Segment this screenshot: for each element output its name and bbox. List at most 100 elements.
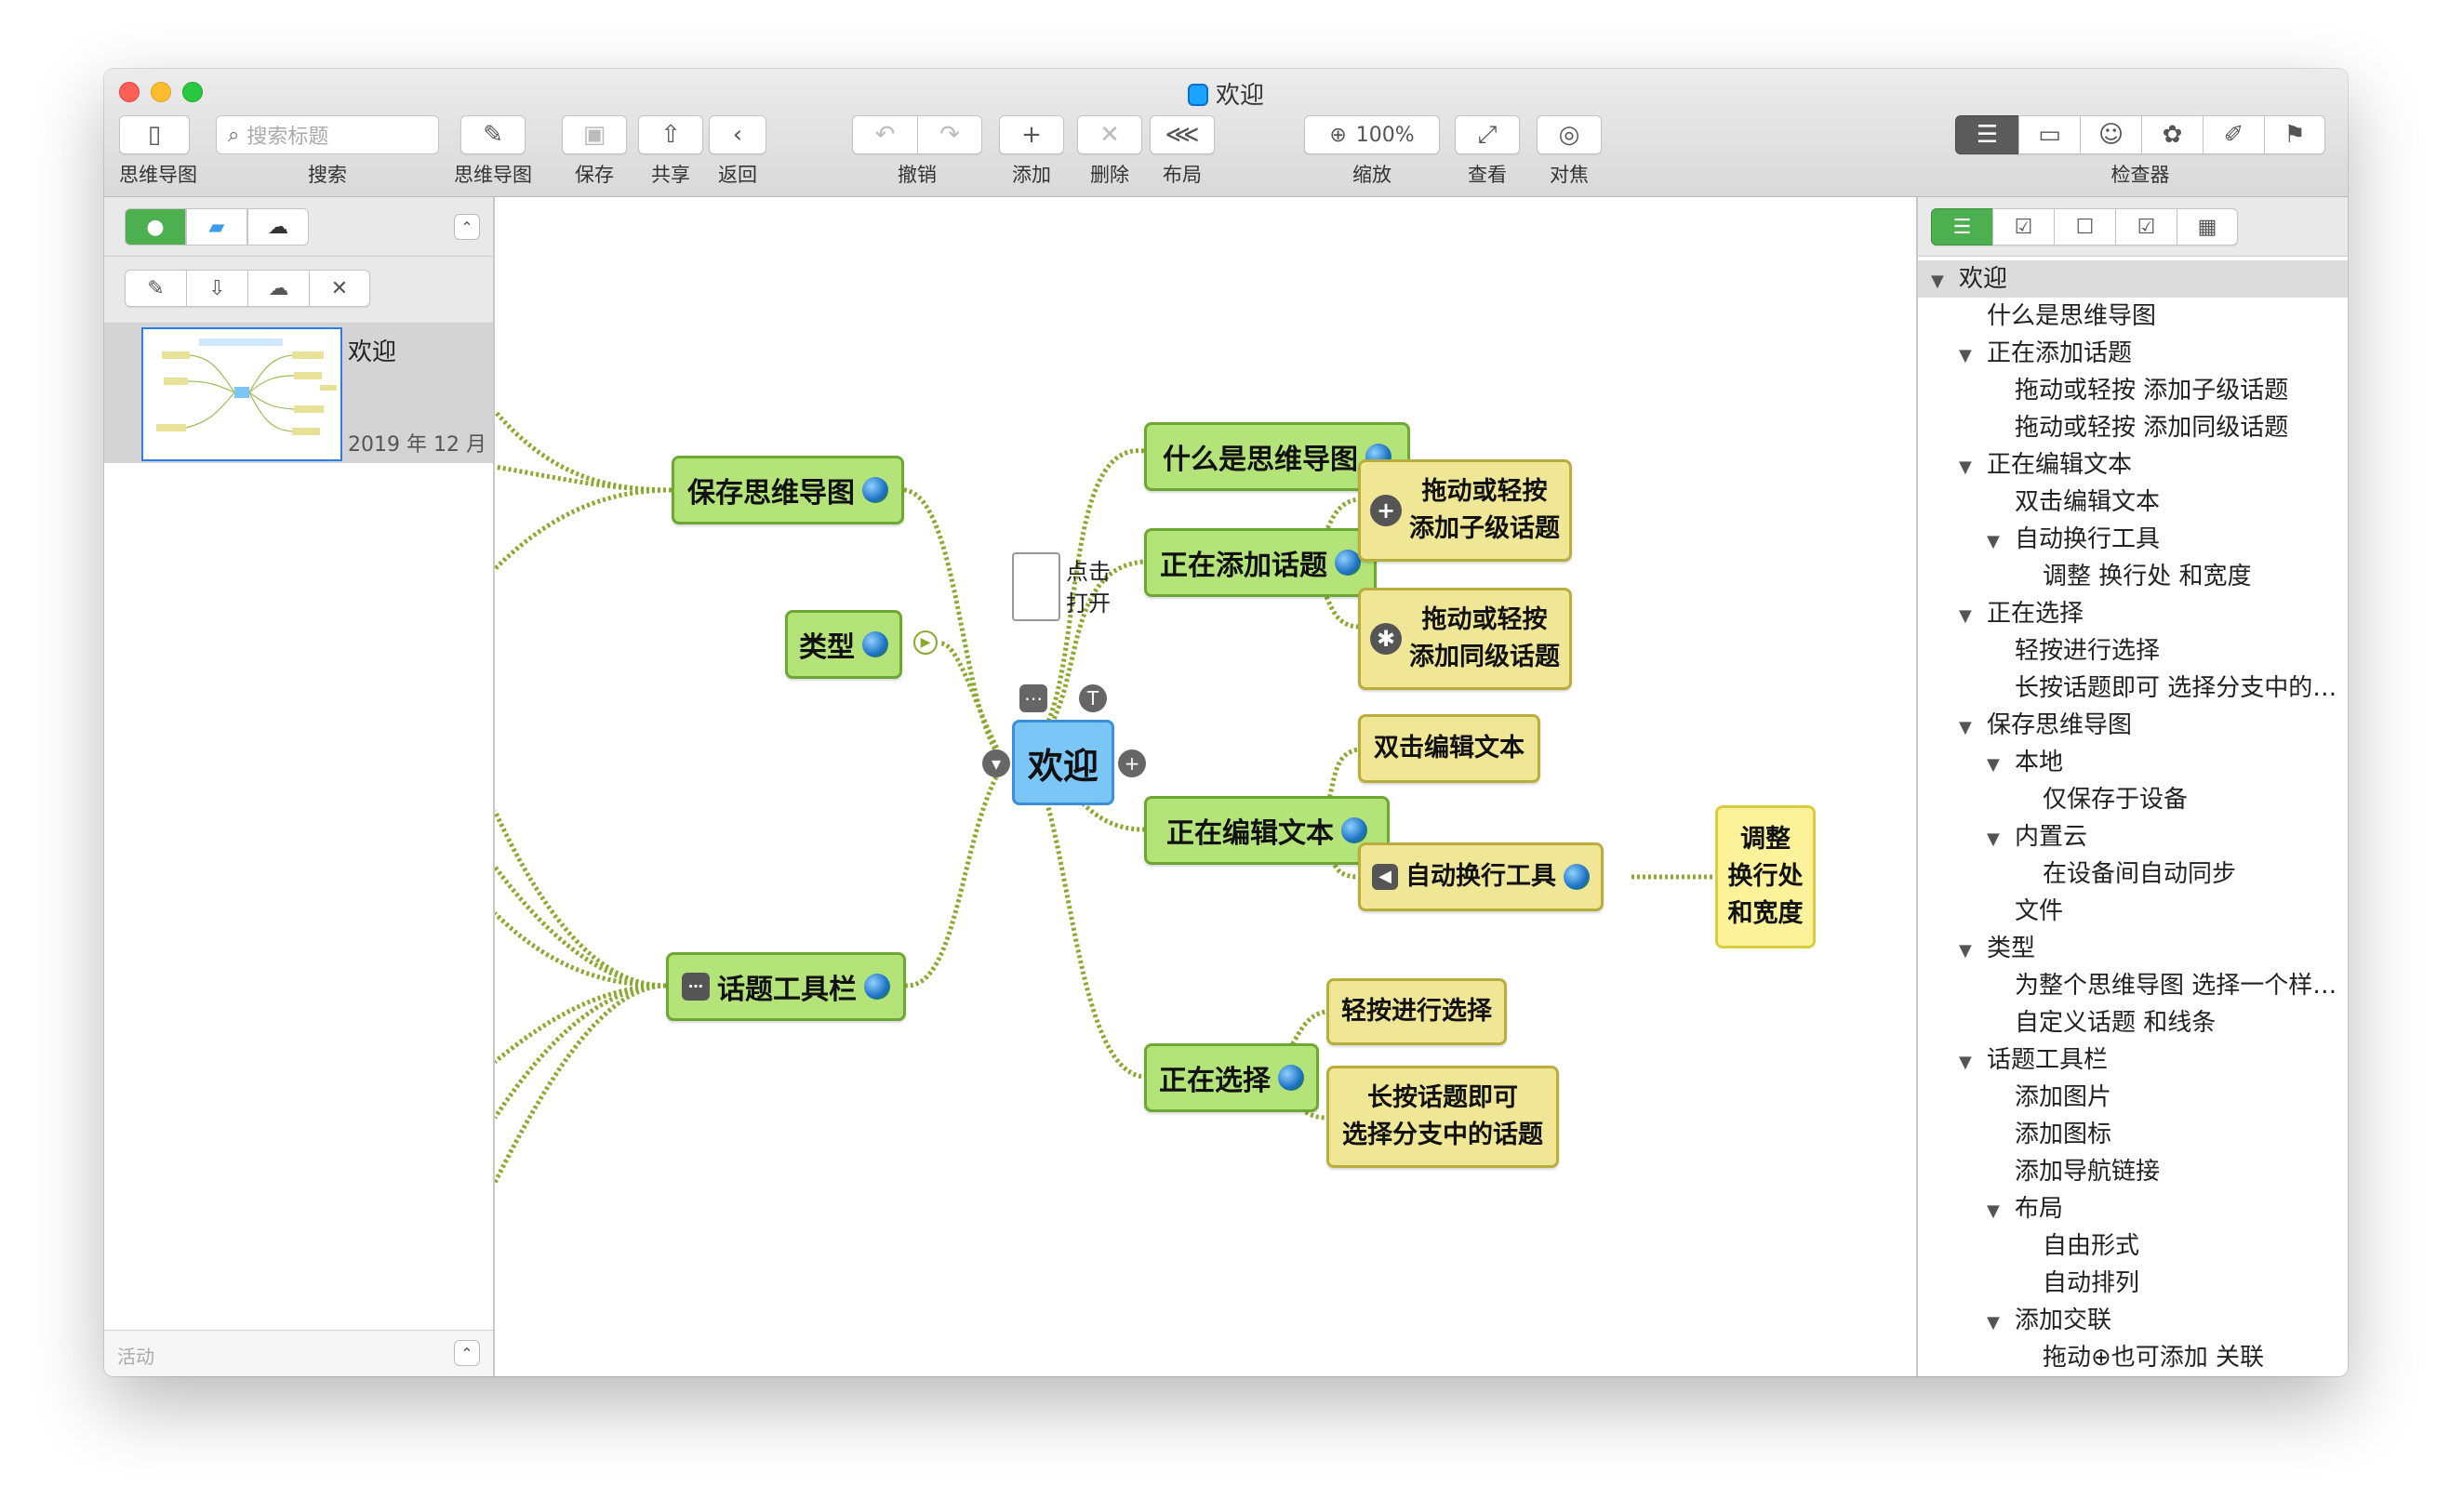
outline-row[interactable]: 在设备间自动同步 (1918, 855, 2348, 893)
outline-tab[interactable]: ☰ (1931, 208, 1992, 245)
import-button[interactable]: ⇩ (186, 270, 247, 307)
notes-badge-icon[interactable]: ⋯ (1019, 684, 1047, 712)
topic-selecting[interactable]: 正在选择 (1144, 1043, 1319, 1112)
checked-tab[interactable]: ☑ (2115, 208, 2177, 245)
outline-row[interactable]: 自定义话题 和线条 (1918, 1004, 2348, 1041)
outline-row[interactable]: ▼正在添加话题 (1918, 335, 2348, 372)
outline-row[interactable]: ▼话题工具栏 (1918, 1041, 2348, 1079)
layout-button[interactable]: ⋘ (1150, 115, 1215, 154)
unchecked-tab[interactable]: ☐ (2054, 208, 2115, 245)
outline-row[interactable]: ▼正在编辑文本 (1918, 446, 2348, 484)
undo-button[interactable]: ↶ (852, 115, 917, 154)
checklist-tab[interactable]: ☑ (1992, 208, 2054, 245)
topic-long-press[interactable]: 长按话题即可 选择分支中的话题 (1326, 1066, 1559, 1168)
outline-row[interactable]: ▼布局 (1918, 1190, 2348, 1227)
view-toolbar-item[interactable]: ⤢ 查看 (1455, 115, 1520, 188)
add-button[interactable]: + (999, 115, 1064, 154)
format-inspector-button[interactable]: ✐ (2203, 115, 2264, 154)
upload-button[interactable]: ☁ (247, 270, 309, 307)
collapse-toggle-icon[interactable]: ▾ (982, 749, 1010, 777)
outline-row[interactable]: 文件 (1918, 893, 2348, 930)
outline-row[interactable]: 调整 换行处 和宽度 (1918, 558, 2348, 595)
topic-tap-select[interactable]: 轻按进行选择 (1326, 978, 1507, 1045)
search-toolbar-item[interactable]: ⌕ 搜索标题 搜索 (216, 115, 439, 188)
mindmaps-toolbar-item[interactable]: ▯ 思维导图 (119, 115, 197, 188)
outline-row[interactable]: 添加导航链接 (1918, 1153, 2348, 1190)
focus-toolbar-item[interactable]: ◎ 对焦 (1537, 115, 1602, 188)
back-toolbar-item[interactable]: ‹ 返回 (709, 115, 766, 188)
topic-drag-sibling[interactable]: ✱ 拖动或轻按 添加同级话题 (1358, 588, 1572, 690)
zoom-toolbar-item[interactable]: ⊕ 100% 缩放 (1304, 115, 1440, 188)
disclosure-triangle-icon[interactable]: ▼ (1959, 1053, 1972, 1072)
outline-row[interactable]: 双击编辑文本 (1918, 484, 2348, 521)
icons-inspector-button[interactable]: ☺ (2080, 115, 2141, 154)
outline-row[interactable]: 为整个思维导图 选择一个样… (1918, 967, 2348, 1004)
zoom-button[interactable]: ⊕ 100% (1304, 115, 1440, 154)
outline-row[interactable]: 添加图标 (1918, 1116, 2348, 1153)
undo-toolbar-item[interactable]: ↶ ↷ 撤销 (852, 115, 982, 188)
minimize-window-button[interactable] (151, 82, 171, 102)
layout-toolbar-item[interactable]: ⋘ 布局 (1150, 115, 1215, 188)
maximize-window-button[interactable] (182, 82, 203, 102)
outline-row[interactable]: 拖动或轻按 添加子级话题 (1918, 372, 2348, 409)
disclosure-triangle-icon[interactable]: ▼ (1959, 941, 1972, 961)
focus-button[interactable]: ◎ (1537, 115, 1602, 154)
sidebar-toggle-button[interactable]: ▯ (119, 115, 190, 154)
play-circle-icon[interactable]: ▶ (913, 630, 938, 655)
expand-activity-button[interactable]: ⌃ (454, 1340, 480, 1366)
navigation-inspector-button[interactable]: ⚑ (2264, 115, 2325, 154)
disclosure-triangle-icon[interactable]: ▼ (1931, 272, 1944, 291)
add-toolbar-item[interactable]: + 添加 (999, 115, 1064, 188)
topic-type[interactable]: 类型 (785, 610, 902, 679)
topic-drag-child[interactable]: + 拖动或轻按 添加子级话题 (1358, 459, 1572, 562)
save-button[interactable]: ▣ (562, 115, 627, 154)
delete-button[interactable]: ✕ (1077, 115, 1142, 154)
outline-row[interactable]: ▼添加交联 (1918, 1302, 2348, 1339)
outline-row[interactable]: 自由形式 (1918, 1227, 2348, 1265)
attachment-icon[interactable] (1012, 552, 1060, 621)
inspector-toolbar-item[interactable]: ☰ ▭ ☺ ✿ ✐ ⚑ 检查器 (1955, 115, 2325, 188)
outline-row[interactable]: 仅保存于设备 (1918, 781, 2348, 818)
topic-adding[interactable]: 正在添加话题 (1144, 528, 1377, 597)
outline-row[interactable]: ▼自动换行工具 (1918, 521, 2348, 558)
notes-inspector-button[interactable]: ▭ (2018, 115, 2080, 154)
source-segmented-control[interactable]: ● ▰ ☁ (125, 208, 309, 245)
outline-row[interactable]: ▼正在选择 (1918, 595, 2348, 632)
close-window-button[interactable] (119, 82, 140, 102)
style-inspector-button[interactable]: ✿ (2141, 115, 2203, 154)
delete-toolbar-item[interactable]: ✕ 删除 (1077, 115, 1142, 188)
disclosure-triangle-icon[interactable]: ▼ (1987, 1201, 2000, 1221)
outline-row[interactable]: 长按话题即可 选择分支中的… (1918, 670, 2348, 707)
cloud-tab[interactable]: ☁ (247, 208, 309, 245)
disclosure-triangle-icon[interactable]: ▼ (1959, 346, 1972, 365)
app-library-tab[interactable]: ● (125, 208, 186, 245)
edit-mindmap-button[interactable]: ✎ (460, 115, 526, 154)
outline-row[interactable]: ▼内置云 (1918, 818, 2348, 855)
calendar-tab[interactable]: ▦ (2177, 208, 2238, 245)
disclosure-triangle-icon[interactable]: ▼ (1987, 755, 2000, 775)
redo-button[interactable]: ↷ (917, 115, 982, 154)
outline-row[interactable]: ▼保存思维导图 (1918, 707, 2348, 744)
outline-row[interactable]: 轻按进行选择 (1918, 632, 2348, 670)
disclosure-triangle-icon[interactable]: ▼ (1959, 606, 1972, 626)
new-file-button[interactable]: ✎ (125, 270, 186, 307)
delete-file-button[interactable]: ✕ (309, 270, 370, 307)
outline-row[interactable]: 自动排列 (1918, 1265, 2348, 1302)
folder-tab[interactable]: ▰ (186, 208, 247, 245)
central-topic[interactable]: 欢迎 (1012, 720, 1114, 805)
outline-row[interactable]: ▼欢迎 (1918, 260, 2348, 298)
outline-inspector-button[interactable]: ☰ (1955, 115, 2018, 154)
edit-mindmap-toolbar-item[interactable]: ✎ 思维导图 (454, 115, 532, 188)
topic-save-mindmap[interactable]: 保存思维导图 (672, 456, 904, 524)
topic-auto-wrap[interactable]: ◀ 自动换行工具 (1358, 842, 1604, 911)
outline-row[interactable]: 拖动或轻按 添加同级话题 (1918, 409, 2348, 446)
outline-row[interactable]: ▼类型 (1918, 930, 2348, 967)
view-button[interactable]: ⤢ (1455, 115, 1520, 154)
outline-row[interactable]: 拖动⊕也可添加 关联 (1918, 1339, 2348, 1376)
outline-row[interactable]: ▼本地 (1918, 744, 2348, 781)
back-button[interactable]: ‹ (709, 115, 766, 154)
topic-adjust-width[interactable]: 调整 换行处 和宽度 (1715, 805, 1816, 948)
share-button[interactable]: ⇧ (638, 115, 703, 154)
disclosure-triangle-icon[interactable]: ▼ (1987, 532, 2000, 551)
mindmap-canvas[interactable]: 欢迎 ⋯ T ▾ + 点击 打开 什么是思维导图 正在添加话题 + 拖动或轻按 … (495, 197, 1916, 1376)
